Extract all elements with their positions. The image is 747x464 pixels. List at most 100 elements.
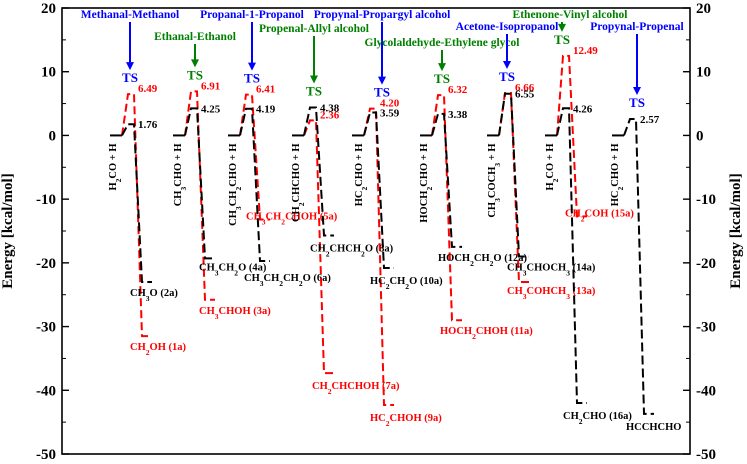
energy-path-black <box>239 107 270 262</box>
energy-path-black <box>363 111 394 269</box>
energy-path-red <box>431 94 462 322</box>
energy-path-red <box>121 93 152 338</box>
ts-energy-label: 2.57 <box>640 114 660 126</box>
ts-energy-label: 4.19 <box>256 104 276 116</box>
energy-path-black <box>121 123 152 283</box>
reactant-label: CH3CH2CHO + H <box>228 143 243 225</box>
ts-energy-label: 6.91 <box>201 80 220 92</box>
system-title: Propynal-Propenal <box>590 21 684 33</box>
product-label: CH3CH2O (4a) <box>199 262 267 277</box>
y-tick-label-right: -20 <box>696 256 716 272</box>
system-title: Acetone-Isopropanol <box>456 21 559 33</box>
ts-energy-label: 1.76 <box>138 119 158 131</box>
energy-path-red <box>303 119 334 375</box>
system-title: Ethenone-Vinyl alcohol <box>513 9 628 21</box>
reactant-label: HC2CHO + H <box>354 143 369 206</box>
energy-path-black <box>556 107 587 405</box>
ts-energy-label: 6.41 <box>256 84 275 96</box>
product-label: HC2CHOH (9a) <box>370 413 442 428</box>
ts-label: TS <box>629 95 645 110</box>
product-label: HOCH2CHOH (11a) <box>440 326 533 341</box>
y-tick-label-left: -20 <box>36 256 56 272</box>
product-label: CH2OH (1a) <box>130 342 187 357</box>
y-axis-label-right: Energy [kcal/mol] <box>728 173 744 288</box>
product-label: CH2CHCH2O (8a) <box>310 243 394 258</box>
arrow-head <box>191 59 199 68</box>
y-tick-label-left: -10 <box>36 192 56 208</box>
product-label: CH2CHO (16a) <box>563 411 632 426</box>
ts-label: TS <box>434 71 450 86</box>
product-label: CH3CHOCH3 (14a) <box>507 262 596 277</box>
ts-label: TS <box>187 67 203 82</box>
energy-path-black <box>498 92 529 258</box>
product-label: CH3CH2CHOH (5a) <box>246 212 338 227</box>
energy-path-red <box>556 54 587 218</box>
reactant-label: HOCH2CHO + H <box>419 143 434 222</box>
reactant-label: HC2CHO + H <box>610 143 625 206</box>
ts-energy-label: 6.49 <box>138 83 158 95</box>
y-tick-label-left: 20 <box>41 1 56 17</box>
y-tick-label-right: -10 <box>696 192 716 208</box>
energy-path-black <box>623 118 654 415</box>
arrow-head <box>248 62 256 71</box>
arrow-head <box>126 62 134 71</box>
reactant-label: CH3COCH3 + H <box>487 143 502 217</box>
ts-energy-label: 4.20 <box>380 98 400 110</box>
energy-path-black <box>184 107 215 260</box>
ts-label: TS <box>554 32 570 47</box>
reactant-label: H2CO + H <box>108 143 123 190</box>
reactant-label: H2CO + H <box>545 143 560 190</box>
arrow-head <box>310 75 318 84</box>
system-title: Glycolaldehyde-Ethylene glycol <box>365 37 520 49</box>
energy-path-black <box>431 112 462 248</box>
reactant-label: CH2CHCHO + H <box>291 143 306 222</box>
ts-energy-label: 3.38 <box>448 109 468 121</box>
y-tick-label-right: -40 <box>696 383 716 399</box>
system-title: Methanal-Methanol <box>81 9 179 21</box>
y-tick-label-left: -50 <box>36 447 56 463</box>
arrow-head <box>558 23 566 32</box>
arrow-head <box>438 63 446 72</box>
product-label: CH3CHOH (3a) <box>199 306 271 321</box>
y-tick-label-left: 0 <box>49 128 57 144</box>
y-tick-label-left: -30 <box>36 320 56 336</box>
product-label: HC2CH2O (10a) <box>370 276 443 291</box>
ts-label: TS <box>374 85 390 100</box>
ts-energy-label: 6.55 <box>515 89 535 101</box>
system-title: Propynal-Propargyl alcohol <box>314 9 451 21</box>
system-title: Propenal-Allyl alcohol <box>259 23 369 35</box>
y-tick-label-left: 10 <box>41 65 56 81</box>
ts-energy-label: 4.25 <box>201 103 221 115</box>
y-tick-label-right: -50 <box>696 447 716 463</box>
energy-path-red <box>184 90 215 301</box>
arrow-head <box>503 60 511 69</box>
ts-label: TS <box>499 69 515 84</box>
y-tick-label-right: 20 <box>696 1 711 17</box>
product-label: CH2CHCHOH (7a) <box>312 381 400 396</box>
ts-energy-label: 6.66 <box>515 82 535 94</box>
system-title: Propanal-1-Propanol <box>200 9 304 21</box>
ts-label: TS <box>122 70 138 85</box>
product-label: CH2COH (15a) <box>565 208 634 223</box>
ts-label: TS <box>244 71 260 86</box>
energy-path-black <box>303 106 334 237</box>
ts-energy-label: 2.36 <box>320 109 340 121</box>
y-tick-label-left: -40 <box>36 383 56 399</box>
ts-energy-label: 3.59 <box>380 108 400 120</box>
y-tick-label-right: 0 <box>696 128 704 144</box>
arrow-head <box>378 76 386 85</box>
product-label: HOCH2CH2O (12a) <box>438 253 527 268</box>
arrow-head <box>633 87 641 96</box>
